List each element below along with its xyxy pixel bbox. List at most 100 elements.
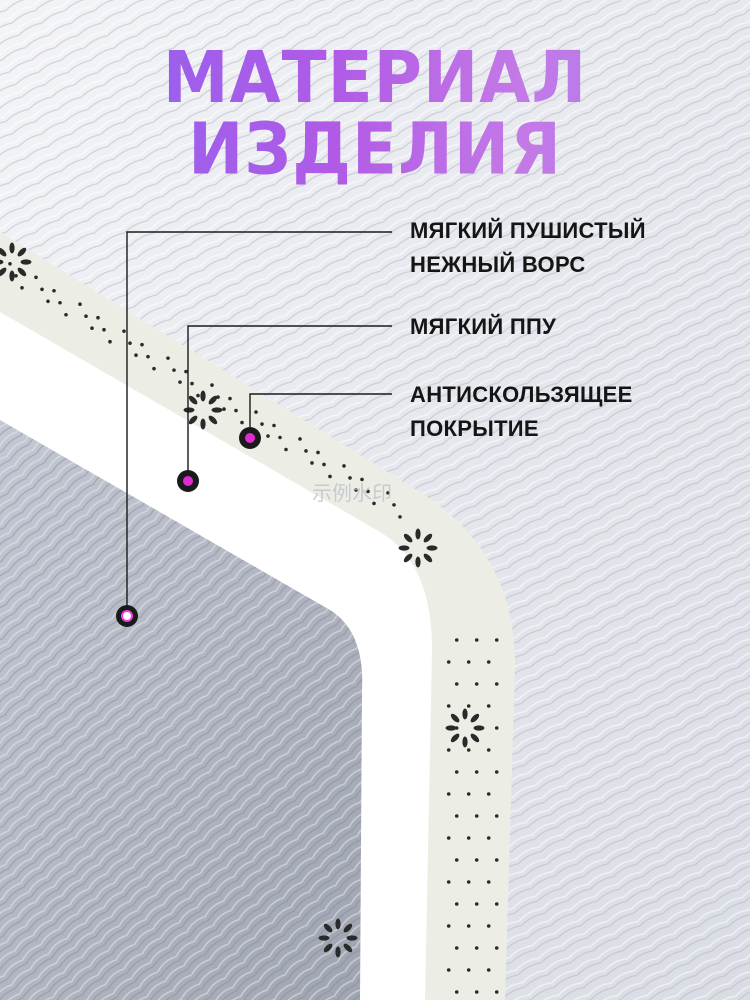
backing-dot xyxy=(78,302,82,307)
callout-line-backing xyxy=(249,393,392,438)
backing-dot xyxy=(466,924,471,928)
backing-dot xyxy=(172,368,176,372)
backing-dot xyxy=(90,326,94,331)
backing-dot xyxy=(298,437,302,441)
backing-dot xyxy=(64,312,68,317)
backing-dot xyxy=(322,462,326,467)
backing-dot xyxy=(454,682,459,686)
callout-lines xyxy=(126,231,392,616)
backing-dot xyxy=(348,476,352,480)
flower-petal xyxy=(462,708,468,720)
backing-dot xyxy=(494,858,499,862)
backing-dot xyxy=(254,410,258,414)
backing-dot xyxy=(354,488,358,492)
backing-dot xyxy=(494,726,499,730)
backing-dot xyxy=(386,491,390,495)
backing-dot xyxy=(474,638,479,642)
backing-dot xyxy=(190,381,194,386)
callout-label-backing: АНТИСКОЛЬЗЯЩЕЕ ПОКРЫТИЕ xyxy=(410,378,633,446)
backing-dot xyxy=(454,858,459,862)
flower-petal xyxy=(9,242,15,254)
flower-petal xyxy=(188,415,198,425)
backing-dot xyxy=(446,880,451,884)
backing-dot xyxy=(494,902,499,906)
flower-petal xyxy=(403,553,413,563)
backing-dot xyxy=(360,477,364,482)
backing-dot xyxy=(260,422,264,426)
flower-petal xyxy=(335,946,341,958)
backing-dot xyxy=(466,968,471,972)
flower-petal xyxy=(343,923,353,933)
flower-petal xyxy=(0,259,4,265)
backing-dot xyxy=(494,770,499,774)
backing-dot xyxy=(474,770,479,774)
flower-motif xyxy=(318,918,358,958)
backing-dot xyxy=(446,748,451,752)
callout-label-backing-line-1: АНТИСКОЛЬЗЯЩЕЕ xyxy=(410,382,633,407)
marker-backing-dot xyxy=(245,433,255,443)
backing-flowers xyxy=(0,242,485,958)
backing-dot xyxy=(486,704,491,708)
flower-petal xyxy=(450,733,460,743)
flower-petal xyxy=(323,923,333,933)
backing-dot xyxy=(446,924,451,928)
backing-dot xyxy=(266,434,270,438)
backing-dot xyxy=(486,836,491,840)
backing-dot xyxy=(466,660,471,664)
backing-dot xyxy=(284,447,288,452)
backing-dot xyxy=(20,286,24,290)
backing-dot xyxy=(494,682,499,686)
flower-petal xyxy=(403,533,413,543)
backing-dot xyxy=(454,902,459,906)
backing-dot xyxy=(84,314,88,319)
flower-petal xyxy=(335,918,341,930)
flower-motif xyxy=(398,528,438,568)
flower-petal xyxy=(0,267,7,277)
backing-dot xyxy=(40,287,44,292)
backing-dot xyxy=(474,946,479,950)
flower-petal xyxy=(17,267,27,277)
backing-dot xyxy=(372,501,376,506)
callout-label-foam: МЯГКИЙ ППУ xyxy=(410,310,556,344)
callout-label-fur-line-1: МЯГКИЙ ПУШИСТЫЙ xyxy=(410,218,646,243)
flower-petal xyxy=(470,733,480,743)
backing-dot xyxy=(494,946,499,950)
backing-dot xyxy=(342,464,346,468)
backing-dot xyxy=(486,792,491,796)
backing-dot xyxy=(316,450,320,455)
backing-dot xyxy=(474,902,479,906)
backing-dot xyxy=(454,814,459,818)
backing-dot xyxy=(34,275,38,280)
backing-dot xyxy=(446,836,451,840)
backing-dot xyxy=(474,814,479,818)
page-title: МАТЕРИАЛ ИЗДЕЛИЯ xyxy=(0,42,750,186)
backing-dot xyxy=(278,435,282,440)
backing-dot xyxy=(146,354,150,359)
backing-dot xyxy=(152,366,156,371)
flower-petal xyxy=(208,395,218,405)
backing-dot xyxy=(140,342,144,347)
backing-dot xyxy=(8,262,12,266)
backing-dot xyxy=(222,407,226,411)
backing-dot xyxy=(466,748,471,752)
backing-dot xyxy=(102,327,106,332)
marker-foam-dot xyxy=(183,476,193,486)
backing-dot xyxy=(196,393,200,398)
backing-dot xyxy=(454,946,459,950)
flower-petal xyxy=(450,713,460,723)
flower-petal xyxy=(0,247,7,257)
backing-dot xyxy=(234,408,238,413)
backing-dot xyxy=(466,792,471,796)
backing-dot xyxy=(184,369,188,374)
flower-motif xyxy=(183,390,223,430)
backing-dot xyxy=(474,682,479,686)
flower-petal xyxy=(200,390,206,402)
backing-dot xyxy=(46,299,50,304)
backing-dot xyxy=(328,474,332,479)
backing-dot xyxy=(446,704,451,708)
flower-petal xyxy=(188,395,198,405)
backing-dot xyxy=(392,503,396,507)
flower-petal xyxy=(415,528,421,540)
